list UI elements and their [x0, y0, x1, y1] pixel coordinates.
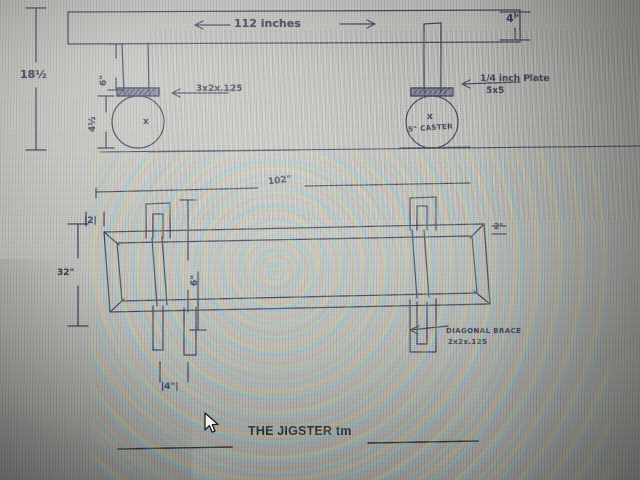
dim-inner6-label: 6": [190, 275, 200, 286]
callout-brace-label-2: 2x2x.125: [448, 338, 488, 346]
callout-brace-label-1: DIAGONAL BRACE: [446, 327, 522, 335]
callout-plate-label-1: 1/4 inch Plate: [480, 74, 550, 84]
dim-32-label: 32": [57, 268, 75, 278]
dim-right-tick-label: 2": [494, 222, 504, 231]
callout-plate-label-2: 5x5: [486, 86, 505, 96]
dim-bottom-width-label: |4"|: [161, 382, 179, 392]
dim-6in-label: 6": [99, 75, 109, 86]
right-wheel-center-mark: x: [427, 112, 433, 122]
left-wheel-center-mark: x: [143, 117, 149, 127]
dim-top-tick-label: |2|: [84, 216, 97, 226]
dim-18half-label: 18½: [20, 68, 47, 81]
callout-tube-label: 3x2x.125: [196, 84, 243, 94]
drawing-title: THE JIGSTER tm: [248, 424, 352, 438]
dim-112-label: 112 inches: [234, 17, 301, 30]
dim-4in-beam-label: 4": [506, 12, 520, 25]
dim-4half-label: 4½: [88, 116, 98, 132]
